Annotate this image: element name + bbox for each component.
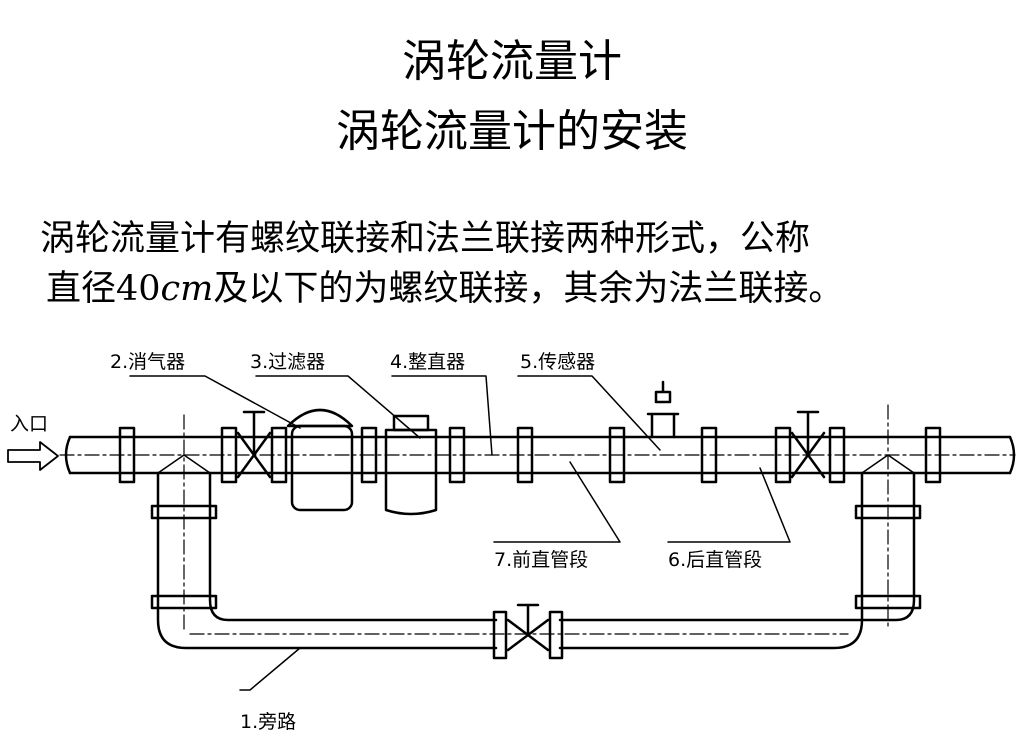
filter [384, 428, 438, 516]
label-front-straight: 7.前直管段 [494, 549, 588, 571]
degasser [286, 408, 354, 428]
label-straightener: 4.整直器 [390, 351, 465, 373]
description-line-2-prefix: 直径40 [46, 269, 161, 309]
page-subtitle: 涡轮流量计的安装 [336, 106, 688, 157]
label-sensor: 5.传感器 [520, 351, 595, 373]
description-line-2-suffix: 及以下的为螺纹联接，其余为法兰联接。 [213, 269, 844, 309]
left-branch-pipe [156, 471, 498, 650]
description-line-1: 涡轮流量计有螺纹联接和法兰联接两种形式，公称 [40, 219, 811, 259]
inlet-label: 入口 [10, 413, 48, 435]
page-title: 涡轮流量计 [402, 36, 622, 87]
inlet-arrow [7, 441, 59, 471]
label-bypass: 1.旁路 [240, 711, 296, 733]
flowmeter-installation-diagram: 入口 2.消气器 3.过滤器 4.整直器 5.传感器 7.前直管段 6.后直管段… [7, 351, 1016, 733]
right-branch-pipe [558, 471, 916, 650]
description-line-2: 直径40cm及以下的为螺纹联接，其余为法兰联接。 [46, 264, 1006, 314]
label-degasser: 2.消气器 [110, 351, 185, 373]
main-pipe [68, 435, 1012, 475]
description-line-2-unit: cm [160, 269, 214, 309]
sensor [646, 380, 680, 439]
label-filter: 3.过滤器 [250, 351, 325, 373]
label-rear-straight: 6.后直管段 [668, 549, 762, 571]
